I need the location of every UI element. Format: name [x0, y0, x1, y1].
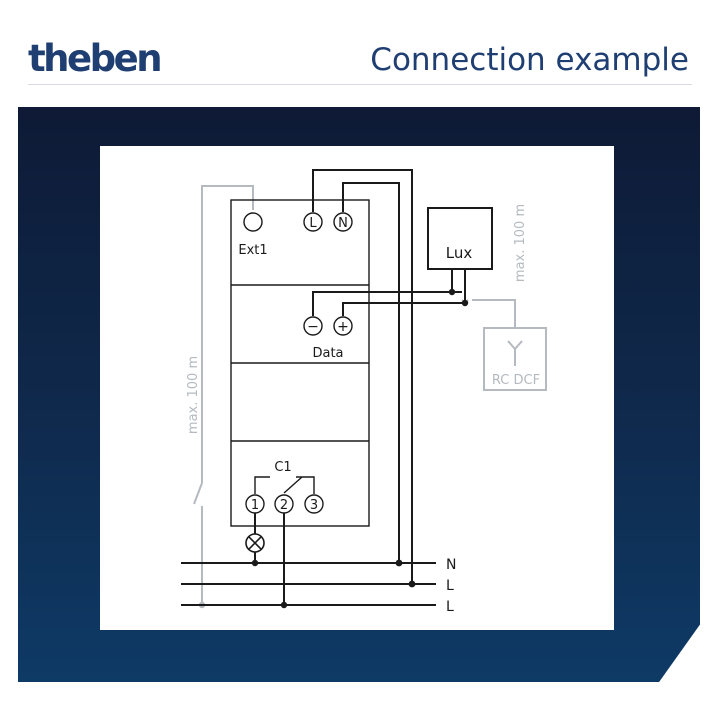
n-supply-wire — [342, 182, 400, 563]
l-terminal — [303, 212, 323, 232]
page-title: Connection example — [370, 42, 689, 78]
supply-wires — [312, 169, 413, 584]
data-minus-terminal — [303, 316, 323, 336]
device-outline — [230, 199, 370, 527]
data-wires — [312, 269, 466, 316]
bus-label-n: N — [446, 557, 456, 573]
theben-logo: theben — [28, 37, 163, 80]
n-terminal-label: N — [338, 216, 348, 231]
terminal-2-l-junction — [280, 601, 288, 609]
l-junction — [408, 580, 416, 588]
lux-sensor-box — [427, 207, 493, 270]
lamp-n-junction — [251, 559, 259, 567]
data-plus-junction — [461, 299, 469, 307]
terminal-1-label: 1 — [251, 498, 259, 513]
lux-label: Lux — [446, 244, 473, 262]
data-minus-wire — [312, 291, 462, 316]
load-wires — [254, 513, 285, 605]
lamp-icon — [245, 533, 265, 553]
ext1-terminal — [243, 212, 263, 232]
header: theben Connection example — [0, 0, 720, 100]
ext1-push-button-wire — [193, 185, 254, 605]
l-supply-wire — [312, 169, 413, 584]
bus-label-l2: L — [446, 599, 454, 615]
data-plus-label: + — [337, 319, 349, 335]
power-bus-lines — [181, 562, 436, 606]
ext1-label: Ext1 — [238, 243, 267, 258]
data-minus-label: − — [307, 319, 319, 335]
terminal-3-label: 3 — [310, 498, 318, 513]
data-plus-wire — [342, 302, 465, 316]
data-minus-junction — [448, 288, 456, 296]
data-label: Data — [312, 346, 343, 361]
l-terminal-label: L — [309, 216, 317, 231]
max-distance-label-left: max. 100 m — [186, 356, 201, 434]
n-terminal — [333, 212, 353, 232]
terminal-2-label: 2 — [280, 498, 288, 513]
contact-c1-label: C1 — [274, 460, 291, 475]
rc-dcf-label: RC DCF — [492, 373, 540, 388]
terminal-3 — [304, 494, 324, 514]
data-plus-terminal — [333, 316, 353, 336]
diagram-card — [100, 146, 614, 630]
n-junction — [395, 559, 403, 567]
contact-c1-symbol — [254, 476, 315, 494]
max-distance-label-right: max. 100 m — [513, 204, 528, 282]
bus-label-l1: L — [446, 578, 454, 594]
header-divider — [28, 84, 692, 85]
